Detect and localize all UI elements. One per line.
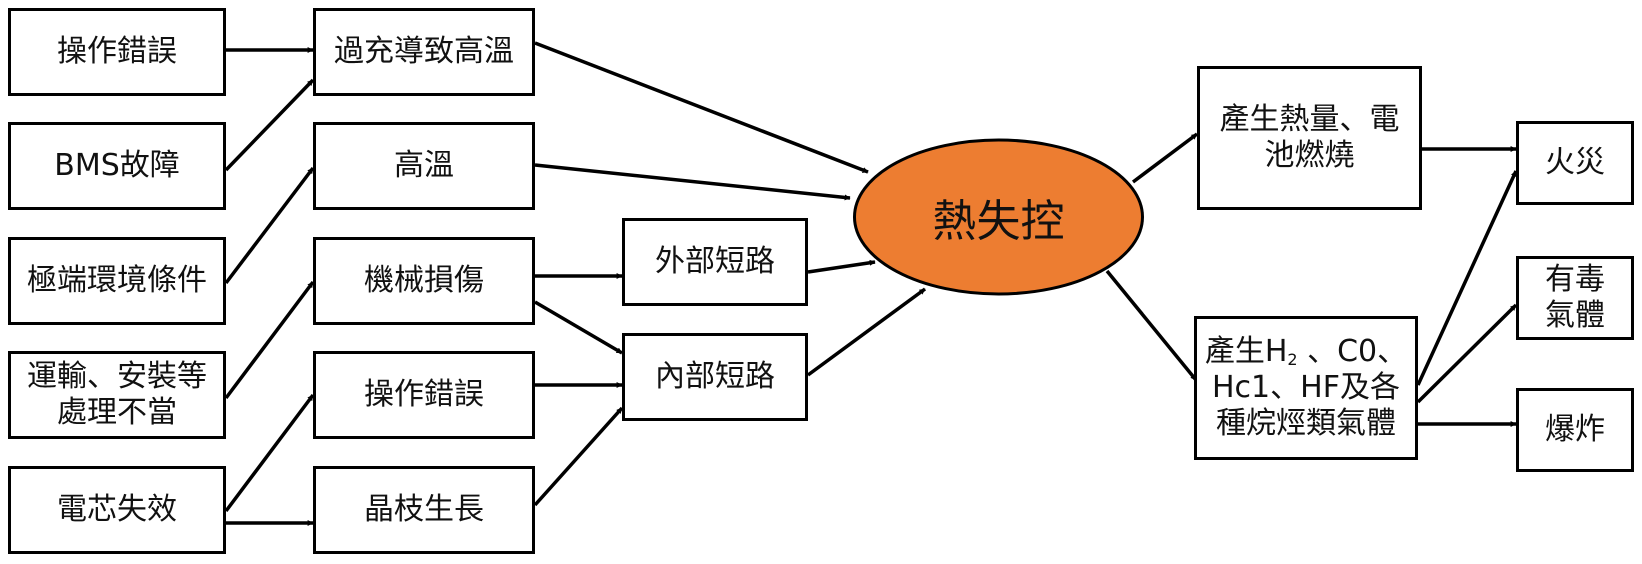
cause-operation-error: 操作錯誤: [8, 8, 226, 96]
cause-operation-error-label: 操作錯誤: [57, 34, 177, 69]
outcome-explosion: 爆炸: [1516, 388, 1634, 472]
mechanism-overcharge-label: 過充導致高溫: [334, 34, 514, 69]
thermal-runaway-ellipse: [853, 138, 1144, 296]
mechanism-operation-error: 操作錯誤: [313, 351, 535, 439]
mechanism-high-temperature-label: 高溫: [394, 148, 454, 183]
effect-gas-generation-label-2: Hc1、HF及各: [1212, 370, 1400, 405]
short-circuit-internal-label: 內部短路: [655, 359, 775, 394]
mechanism-high-temperature: 高溫: [313, 122, 535, 210]
mechanism-dendrite-growth-label: 晶枝生長: [364, 492, 484, 527]
gas-label-a: 產生H: [1204, 334, 1288, 369]
cause-improper-handling-label-1: 運輸、安裝等: [27, 359, 207, 394]
cause-improper-handling-label-2: 處理不當: [57, 395, 177, 430]
cause-cell-failure: 電芯失效: [8, 466, 226, 554]
cause-bms-failure-label: BMS故障: [54, 148, 180, 183]
cause-improper-handling: 運輸、安裝等 處理不當: [8, 351, 226, 439]
mechanism-mechanical-damage-label: 機械損傷: [364, 263, 484, 298]
arrow-dendrite-to-internal: [533, 406, 624, 507]
cause-extreme-environment-label: 極端環境條件: [27, 263, 207, 298]
gas-label-b: 、C0、: [1297, 334, 1408, 369]
cause-bms-failure: BMS故障: [8, 122, 226, 210]
arrow-external-to-center: [807, 259, 876, 274]
mechanism-operation-error-label: 操作錯誤: [364, 377, 484, 412]
arrow-env-to-hightemp: [224, 166, 315, 285]
effect-heat-combustion: 產生熱量、電 池燃燒: [1197, 66, 1422, 210]
mechanism-dendrite-growth: 晶枝生長: [313, 466, 535, 554]
outcome-explosion-label: 爆炸: [1545, 412, 1605, 447]
effect-gas-generation-label-3: 種烷烴類氣體: [1215, 406, 1396, 441]
mechanism-mechanical-damage: 機械損傷: [313, 237, 535, 325]
outcome-toxic-gas-label-1: 有毒: [1545, 262, 1605, 297]
outcome-fire: 火災: [1516, 121, 1634, 205]
arrow-bms-to-overcharge: [224, 78, 315, 172]
arrow-center-to-gas: [1105, 269, 1198, 382]
arrow-hightemp-to-center: [534, 163, 851, 201]
outcome-fire-label: 火災: [1545, 145, 1605, 180]
arrow-cell-to-operation: [224, 393, 315, 513]
mechanism-overcharge: 過充導致高溫: [313, 8, 535, 96]
short-circuit-external: 外部短路: [622, 218, 808, 306]
effect-heat-combustion-label-1: 產生熱量、電: [1219, 102, 1400, 137]
outcome-toxic-gas-label-2: 氣體: [1545, 298, 1605, 333]
arrow-overcharge-to-center: [534, 41, 869, 174]
effect-gas-generation-label-1: 產生H2 、C0、: [1205, 334, 1407, 370]
arrow-transport-to-mechdamage: [224, 280, 315, 400]
cause-cell-failure-label: 電芯失效: [57, 492, 177, 527]
arrow-gas-to-toxic: [1416, 303, 1518, 404]
cause-extreme-environment: 極端環境條件: [8, 237, 226, 325]
arrow-center-to-heat: [1131, 132, 1199, 184]
short-circuit-internal: 內部短路: [622, 333, 808, 421]
gas-label-subscript: 2: [1287, 350, 1298, 369]
short-circuit-external-label: 外部短路: [655, 244, 775, 279]
arrow-gas-to-fire: [1416, 170, 1518, 386]
arrow-internal-to-center: [806, 287, 927, 377]
outcome-toxic-gas: 有毒 氣體: [1516, 256, 1634, 340]
thermal-runaway-label: 熱失控: [932, 196, 1065, 247]
arrow-mechdamage-to-internal: [534, 300, 623, 355]
effect-heat-combustion-label-2: 池燃燒: [1264, 138, 1355, 173]
effect-gas-generation: 產生H2 、C0、 Hc1、HF及各 種烷烴類氣體: [1194, 316, 1418, 460]
thermal-runaway-node: 熱失控: [852, 137, 1145, 297]
